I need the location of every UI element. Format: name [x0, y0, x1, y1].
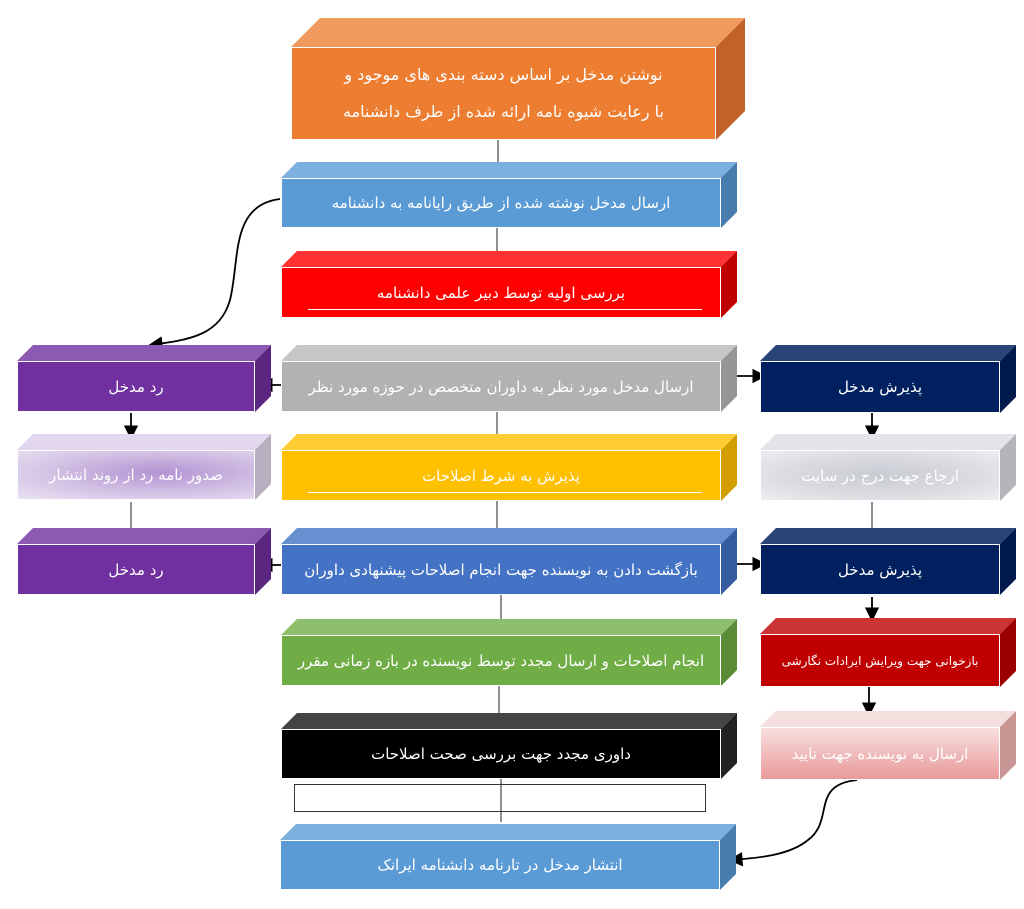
step-send-email: ارسال مدخل نوشته شده از طریق رایانامه به… [281, 178, 721, 228]
step-re-review: داوری مجدد جهت بررسی صحت اصلاحات [281, 729, 721, 779]
step-revise-resend: انجام اصلاحات و ارسال مجدد توسط نویسنده … [281, 635, 721, 686]
step-publish: انتشار مدخل در تارنامه دانشنامه ایرانک [280, 840, 720, 890]
step-label: بازگشت دادن به نویسنده جهت انجام اصلاحات… [304, 560, 698, 579]
step-proofread: بازخوانی جهت ویرایش ایرادات نگارشی [760, 634, 1000, 687]
step-label: انجام اصلاحات و ارسال مجدد توسط نویسنده … [297, 651, 705, 670]
step-label: پذیرش مدخل [837, 378, 923, 396]
step-send-referees: ارسال مدخل مورد نظر به داوران متخصص در ح… [281, 361, 721, 412]
step-label: پذیرش مدخل [837, 560, 923, 579]
step-label: صدور نامه رد از روند انتشار [49, 466, 223, 484]
empty-box [294, 784, 706, 812]
step-label: پذیرش به شرط اصلاحات [422, 466, 580, 485]
step-accept-1: پذیرش مدخل [760, 361, 1000, 413]
step-accept-2: پذیرش مدخل [760, 544, 1000, 595]
step-label: نوشتن مدخل بر اساس دسته بندی های موجود و [344, 64, 663, 84]
step-label: داوری مجدد جهت بررسی صحت اصلاحات [371, 745, 631, 763]
step-return-author: بازگشت دادن به نویسنده جهت انجام اصلاحات… [281, 544, 721, 595]
step-label: ارسال به نویسنده جهت تایید [791, 744, 969, 763]
step-label: بازخوانی جهت ویرایش ایرادات نگارشی [781, 653, 979, 668]
step-refer-site: ارجاع جهت درج در سایت [760, 450, 1000, 501]
step-label: بررسی اولیه توسط دبیر علمی دانشنامه [376, 283, 626, 302]
step-conditional-accept: پذیرش به شرط اصلاحات [281, 450, 721, 501]
step-label: رد مدخل [108, 560, 164, 579]
step-label: با رعایت شیوه نامه ارائه شده از طرف دانش… [343, 101, 664, 121]
step-label: انتشار مدخل در تارنامه دانشنامه ایرانک [377, 856, 623, 874]
step-label: ارسال مدخل نوشته شده از طریق رایانامه به… [331, 194, 671, 212]
step-write-entry: نوشتن مدخل بر اساس دسته بندی های موجود و… [291, 47, 716, 140]
step-label: ارسال مدخل مورد نظر به داوران متخصص در ح… [308, 377, 694, 396]
step-rejection-letter: صدور نامه رد از روند انتشار [17, 450, 255, 500]
step-send-approval: ارسال به نویسنده جهت تایید [760, 727, 1000, 780]
step-reject-2: رد مدخل [17, 544, 255, 595]
step-label: رد مدخل [108, 377, 164, 396]
step-reject-1: رد مدخل [17, 361, 255, 412]
step-label: ارجاع جهت درج در سایت [801, 466, 959, 485]
step-initial-review: بررسی اولیه توسط دبیر علمی دانشنامه [281, 267, 721, 318]
